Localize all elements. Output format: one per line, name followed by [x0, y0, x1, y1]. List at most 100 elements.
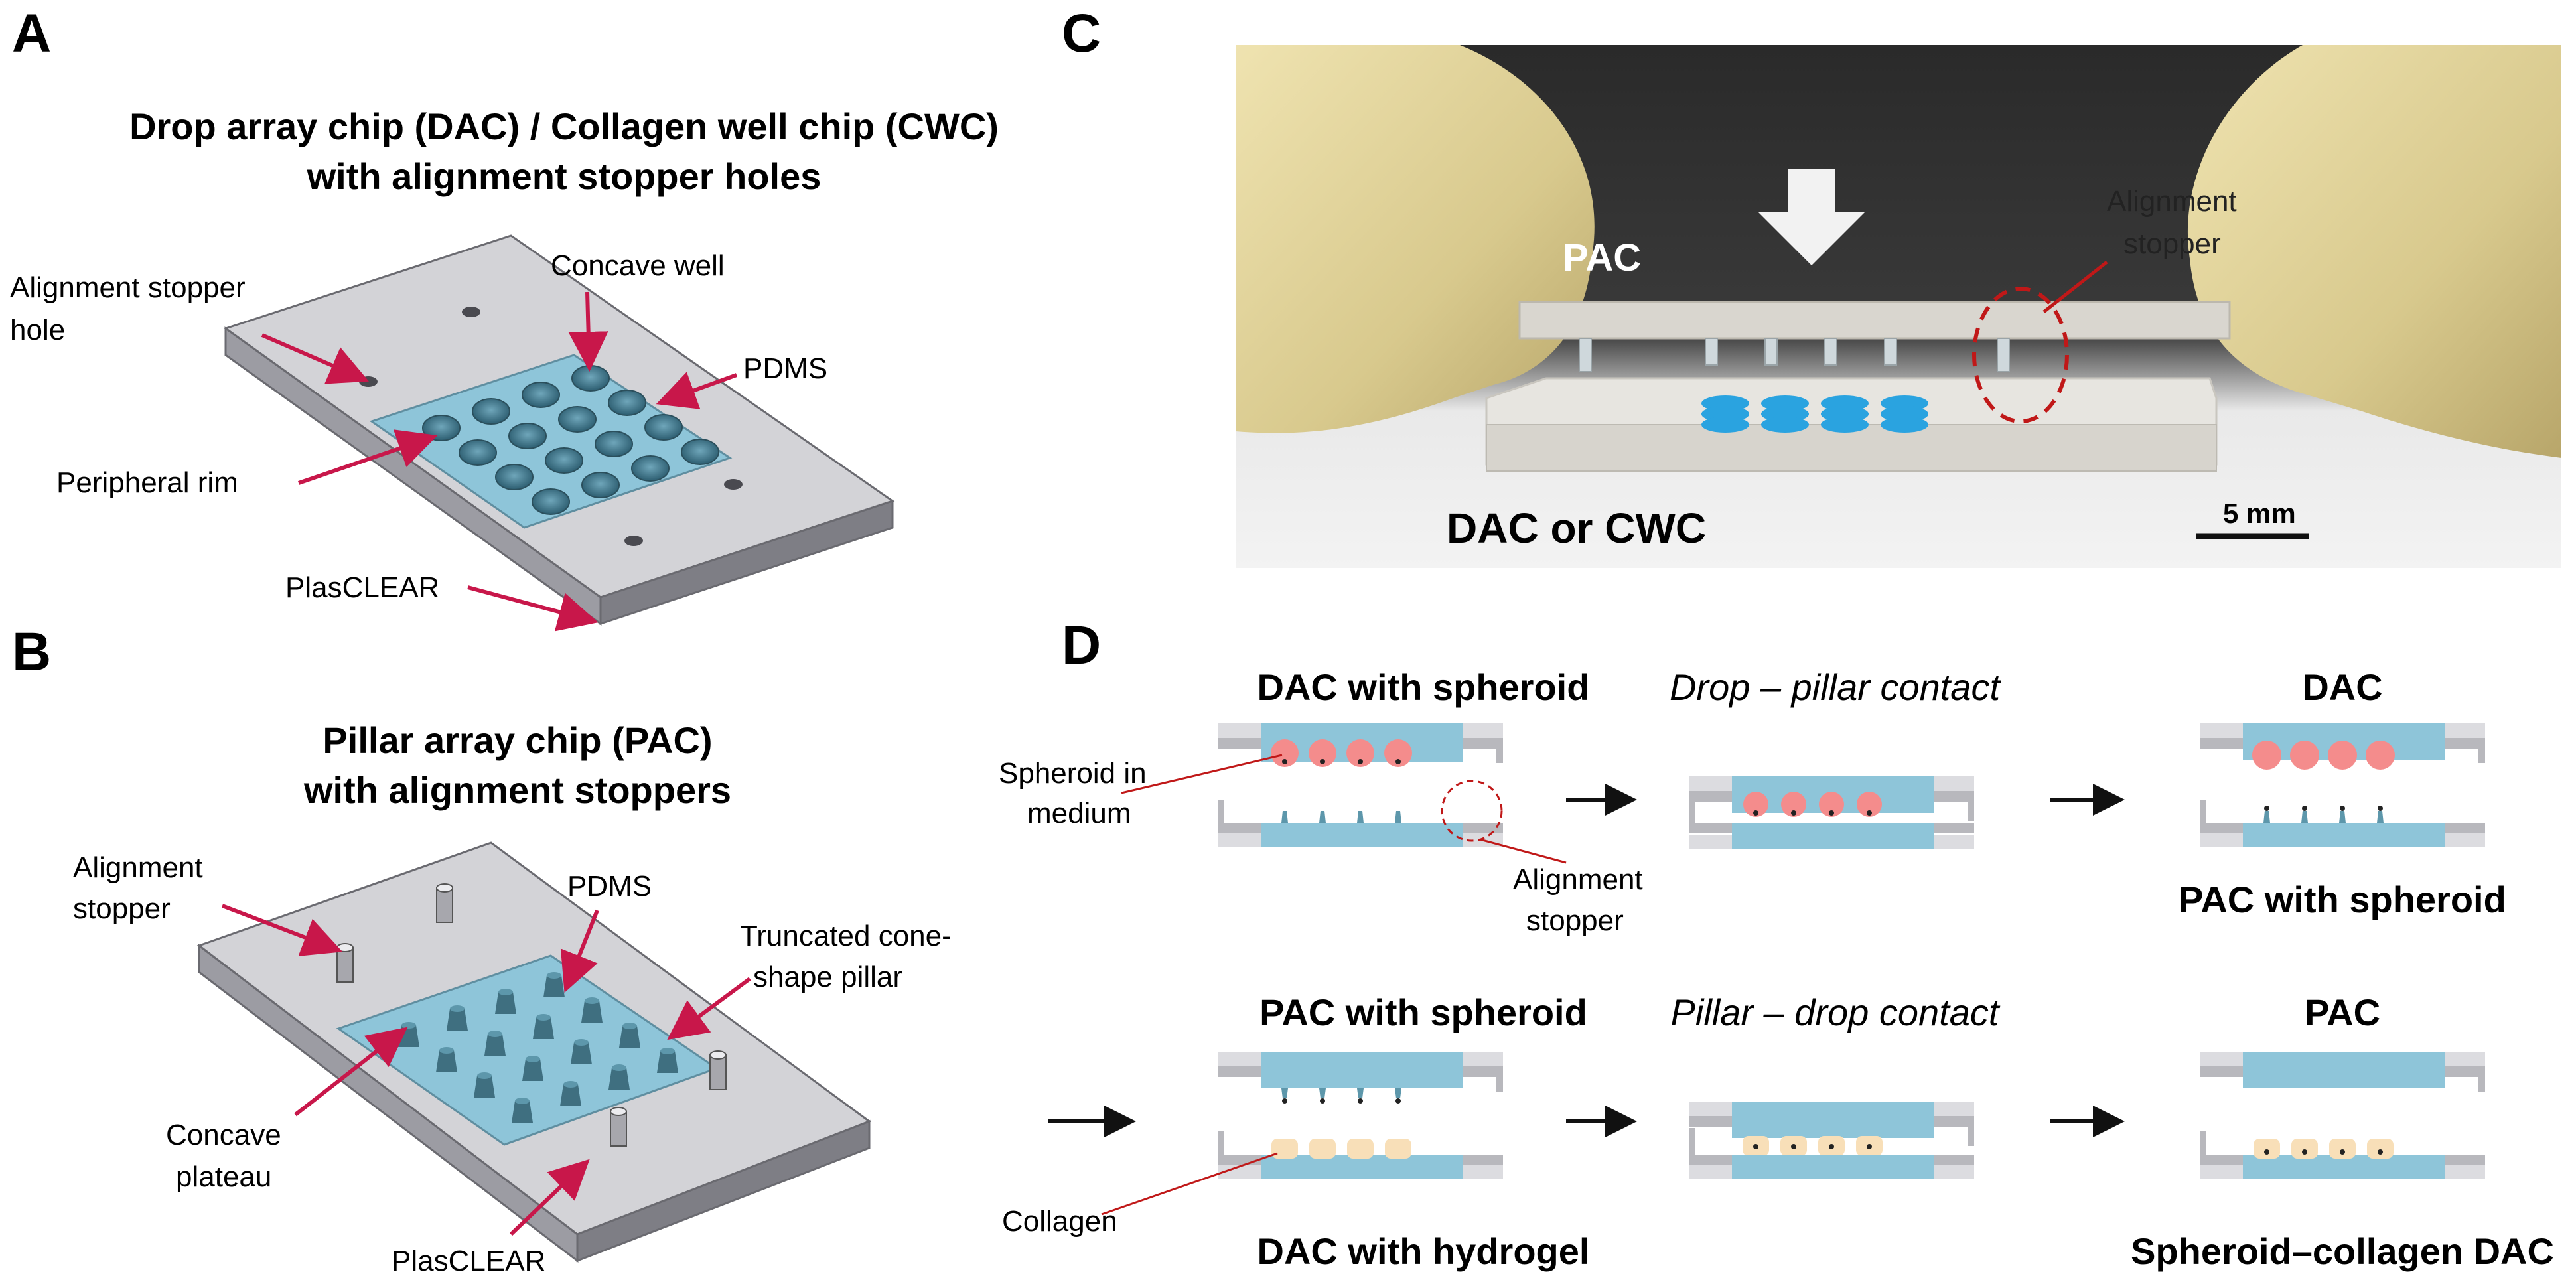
alignment-stopper-pointer — [2042, 261, 2108, 313]
d-row2-step1-schematic — [1218, 1052, 1503, 1179]
d-row1-step3-title-top: DAC — [2302, 666, 2382, 708]
label-pdms: PDMS — [743, 352, 827, 385]
pac-photo-bar — [1518, 301, 2231, 340]
collagen-drop — [1309, 1139, 1336, 1159]
concave-well — [545, 447, 583, 474]
d-row1-step1-schematic — [1218, 723, 1503, 847]
concave-well — [459, 439, 497, 466]
dac-stopper-hole — [624, 536, 643, 546]
dac-well-grid — [422, 365, 719, 515]
label-truncated-cone-1: Truncated cone- — [740, 920, 952, 952]
truncated-cone-pillar — [522, 1056, 543, 1081]
d-row2-step1-bottom: DAC with hydrogel — [1257, 1230, 1590, 1272]
label-b-pdms: PDMS — [567, 870, 652, 902]
label-truncated-cone-2: shape pillar — [753, 961, 902, 993]
spheroid — [1346, 739, 1374, 767]
dac-stopper-hole — [462, 307, 480, 317]
d-label-alignment-stopper-1: Alignment — [1513, 863, 1643, 896]
panel-d: D DAC with spheroid Drop – pillar contac… — [999, 615, 2554, 1272]
label-b-plasclear: PlasCLEAR — [392, 1245, 545, 1277]
d-row2-step1-title: PAC with spheroid — [1259, 991, 1587, 1033]
concave-well — [581, 472, 620, 498]
spheroid — [1309, 739, 1336, 767]
truncated-cone-pillar — [512, 1098, 533, 1123]
dac-pdms-layer — [369, 354, 733, 529]
device-photo — [1236, 45, 2561, 568]
label-concave-well: Concave well — [551, 250, 725, 282]
dac-chip-side — [599, 499, 894, 626]
concave-well — [558, 406, 597, 433]
pac-alignment-stopper — [709, 1050, 727, 1090]
arrow-peripheral-rim — [298, 429, 438, 485]
d-pointer-collagen — [1101, 1152, 1278, 1216]
panel-a-letter: A — [12, 3, 51, 64]
panel-a-title-line2: with alignment stopper holes — [307, 155, 822, 197]
label-b-alignment-stopper-1: Alignment — [73, 851, 203, 884]
panel-c: C — [1062, 3, 2561, 568]
panel-c-letter: C — [1062, 3, 1101, 64]
truncated-cone-pillar — [533, 1014, 554, 1039]
truncated-cone-pillar — [560, 1081, 581, 1106]
label-b-alignment-stopper-2: stopper — [73, 893, 171, 925]
truncated-cone-pillar — [436, 1047, 457, 1072]
alignment-stopper-dashed-circle — [1441, 780, 1503, 842]
d-row1-step2-schematic — [1689, 776, 1974, 849]
arrow-pdms — [656, 372, 738, 409]
arrow-b-pdms — [560, 909, 599, 993]
d-label-alignment-stopper-2: stopper — [1526, 904, 1624, 937]
label-peripheral-rim: Peripheral rim — [56, 466, 238, 499]
truncated-cone-pillar — [581, 997, 603, 1023]
d-row2-step3-schematic — [2200, 1052, 2485, 1179]
truncated-cone-pillar — [608, 1064, 630, 1090]
panel-a: A Drop array chip (DAC) / Collagen well … — [10, 3, 999, 632]
concave-well — [472, 398, 510, 425]
concave-well — [508, 423, 547, 449]
spheroid — [1384, 739, 1412, 767]
label-concave-plateau-2: plateau — [176, 1161, 271, 1193]
arrow-b-plasclear — [509, 1159, 590, 1236]
concave-well — [644, 414, 683, 441]
truncated-cone-pillar — [495, 989, 516, 1014]
right-glove — [2187, 45, 2561, 458]
concave-well — [522, 382, 560, 408]
truncated-cone-pillar — [447, 1005, 468, 1031]
photo-label-pac: PAC — [1563, 236, 1641, 279]
collagen-drop — [1385, 1139, 1411, 1159]
collagen-drop — [1271, 1139, 1298, 1159]
arrow-concave-well — [568, 291, 608, 372]
d-row1-step2-title: Drop – pillar contact — [1670, 666, 2001, 708]
photo-label-alignment-stopper-1: Alignment — [2107, 185, 2237, 218]
label-plasclear: PlasCLEAR — [285, 571, 439, 604]
concave-well — [631, 455, 670, 482]
collagen-drop — [1347, 1139, 1374, 1159]
d-row1-step3-title-bottom: PAC with spheroid — [2179, 879, 2506, 920]
d-pointer-spheroid — [1121, 754, 1283, 794]
pac-chip-side — [576, 1119, 871, 1263]
d-row2-step2-schematic — [1689, 1102, 1974, 1179]
pac-chip-illustration — [196, 841, 872, 1263]
panel-a-title-line1: Drop array chip (DAC) / Collagen well ch… — [129, 106, 999, 147]
arrow-stopper-hole — [261, 333, 370, 384]
concave-well — [681, 439, 719, 465]
concave-well — [595, 431, 633, 457]
photo-label-dac-or-cwc: DAC or CWC — [1447, 504, 1706, 552]
left-glove — [1236, 45, 1595, 433]
arrow-plasclear — [467, 585, 599, 632]
panel-b-title-line2: with alignment stoppers — [303, 769, 731, 811]
down-arrow-icon — [1758, 169, 1865, 265]
pac-photo-pillars — [1579, 338, 2010, 372]
concave-well — [532, 488, 570, 515]
pac-alignment-stopper — [336, 943, 354, 983]
photo-label-alignment-stopper-2: stopper — [2123, 228, 2221, 260]
panel-b-letter: B — [12, 622, 51, 682]
d-label-collagen: Collagen — [1002, 1205, 1117, 1238]
label-concave-plateau-1: Concave — [166, 1119, 281, 1151]
panel-b-title-line1: Pillar array chip (PAC) — [322, 719, 712, 761]
concave-well — [608, 390, 646, 416]
photo-scale-bar-label: 5 mm — [2223, 498, 2296, 529]
d-row1-step3-schematic — [2200, 723, 2485, 847]
panel-b: B Pillar array chip (PAC) with alignment… — [12, 622, 952, 1277]
alignment-stopper-highlight — [1972, 287, 2069, 423]
d-row1-step1-title: DAC with spheroid — [1257, 666, 1590, 708]
